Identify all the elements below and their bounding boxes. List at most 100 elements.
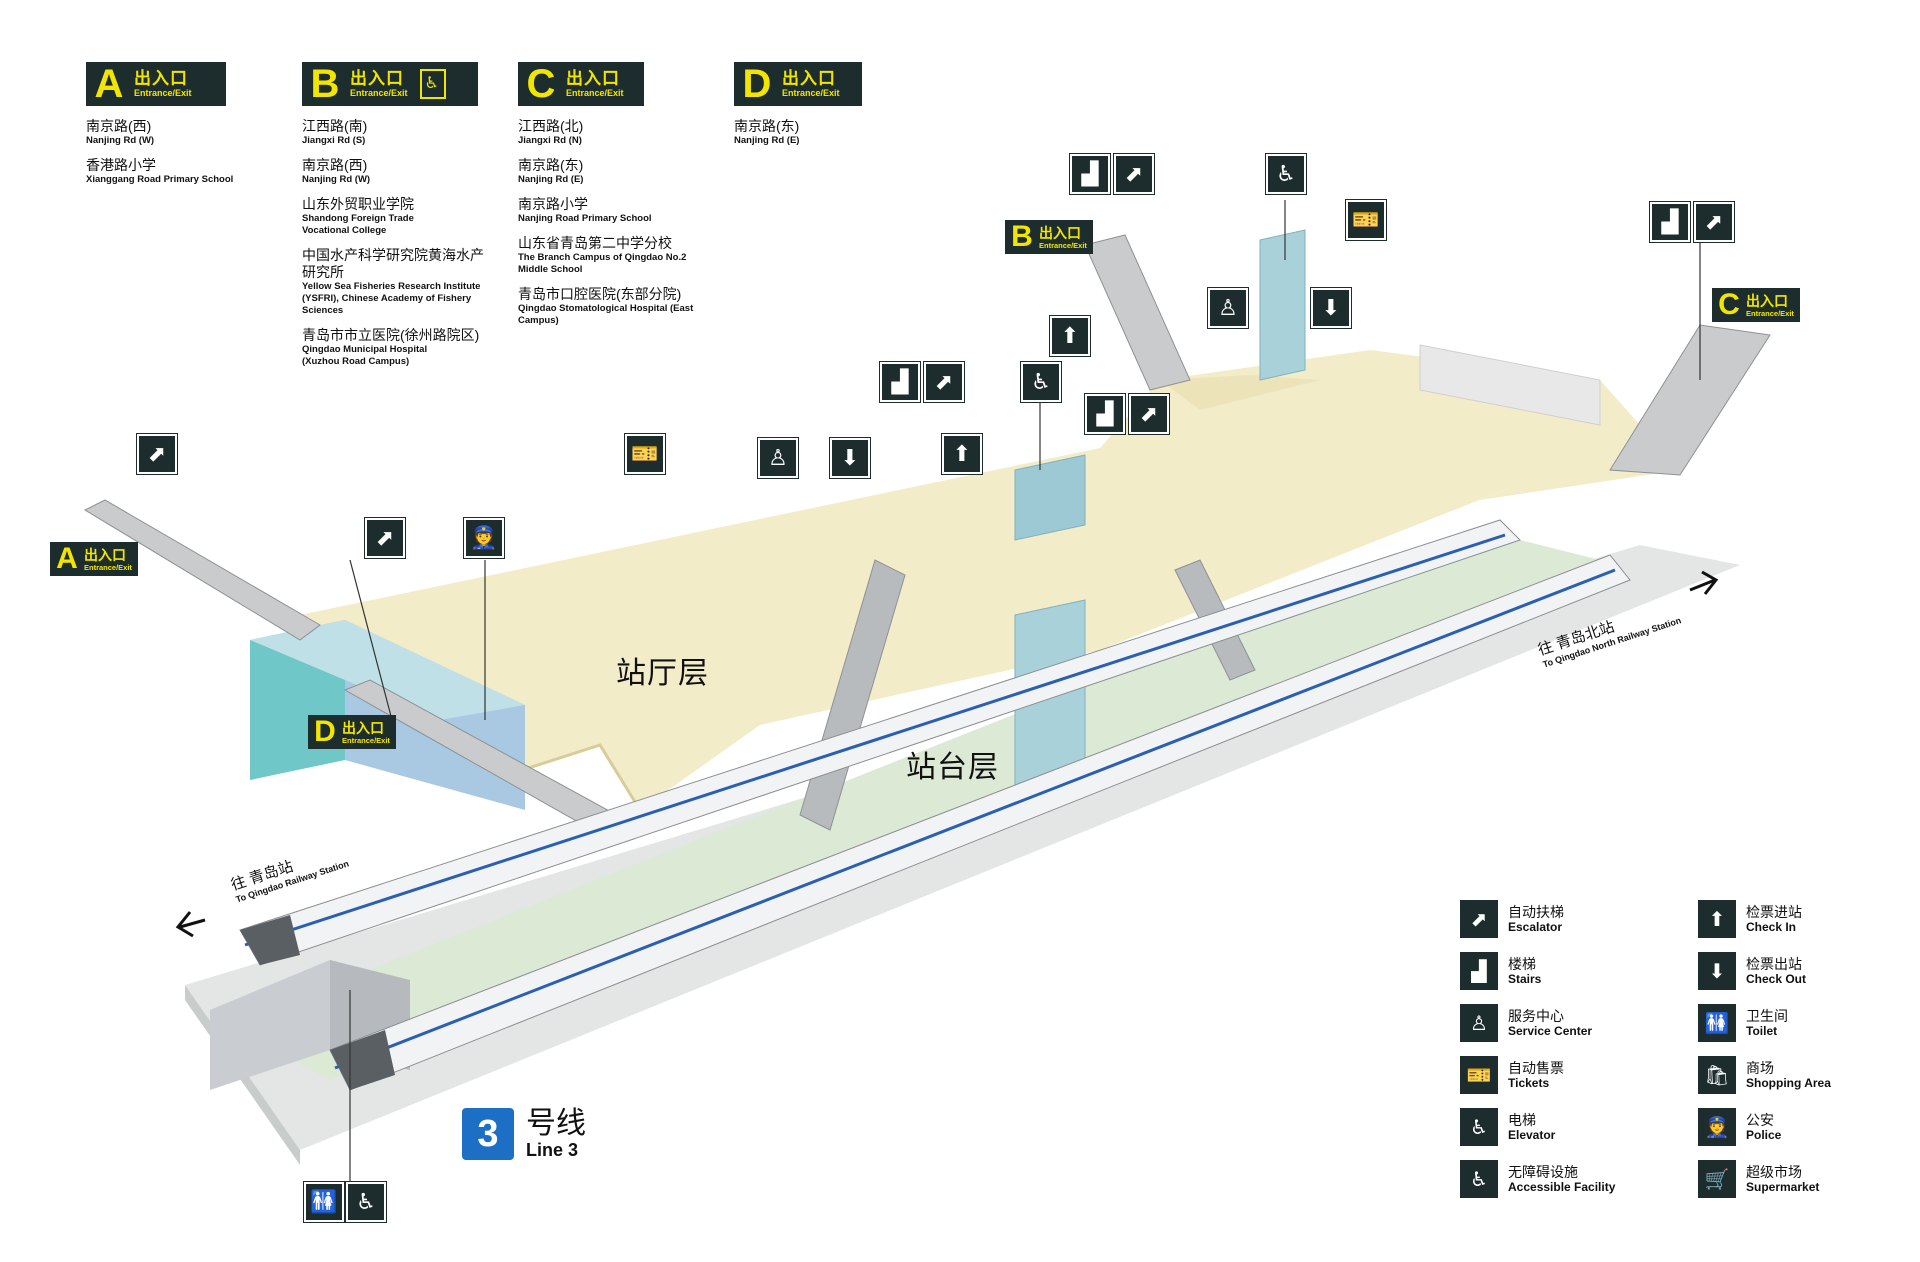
concourse-level-label: 站厅层 [616, 657, 709, 690]
elevator-shaft-north [1259, 229, 1306, 381]
exit-label-en: Entrance/Exit [350, 88, 408, 98]
legend-label: 超级市场 [1746, 1164, 1802, 1180]
legend-label-en: Check In [1746, 920, 1797, 934]
legend-label: 公安 [1746, 1112, 1774, 1128]
toilet-icon: 🚻 [1698, 1004, 1736, 1042]
exit-label: 出入口 [134, 69, 188, 88]
exit-letter: C [526, 62, 556, 106]
platform-level-label: 站台层 [906, 751, 999, 784]
legend-label-en: Accessible Facility [1508, 1180, 1616, 1194]
line-number: 3 [462, 1108, 514, 1160]
destination: 江西路(北)Jiangxi Rd (N) [518, 118, 584, 146]
police-icon: 👮 [1698, 1108, 1736, 1146]
arrow-west [175, 911, 206, 938]
check-in-icon: ⬆ [1698, 900, 1736, 938]
police-icon[interactable]: 👮 [463, 517, 505, 559]
elevator-icon[interactable]: ♿ [1265, 153, 1307, 195]
exit-letter: B [310, 62, 340, 106]
check-in-icon[interactable]: ⬆ [1049, 315, 1091, 357]
escalator-icon[interactable]: ⬈ [1113, 153, 1155, 195]
destination: 南京路(东)Nanjing Rd (E) [734, 118, 800, 146]
legend-label-en: Stairs [1508, 972, 1542, 986]
shopping-icon: 🛍 [1698, 1056, 1736, 1094]
leader-line [349, 559, 393, 721]
stairs-icon[interactable]: ▟ [1069, 153, 1111, 195]
exit-label-en: Entrance/Exit [134, 88, 192, 98]
stairs-icon[interactable]: ▟ [1084, 393, 1126, 435]
tickets-icon[interactable]: 🎫 [1345, 199, 1387, 241]
check-in-icon[interactable]: ⬆ [941, 433, 983, 475]
stairs-icon[interactable]: ▟ [879, 361, 921, 403]
stairs-icon[interactable]: ▟ [1649, 201, 1691, 243]
exit-label-en: Entrance/Exit [782, 88, 840, 98]
legend-label: 无障碍设施 [1508, 1164, 1578, 1180]
accessible-icon[interactable]: ♿ [345, 1181, 387, 1223]
service-center-icon: ♙ [1460, 1004, 1498, 1042]
legend-label: 电梯 [1508, 1112, 1536, 1128]
escalator-icon[interactable]: ⬈ [1693, 201, 1735, 243]
legend-label: 检票出站 [1746, 956, 1802, 972]
escalator-icon[interactable]: ⬈ [136, 433, 178, 475]
escalator-icon: ⬈ [1460, 900, 1498, 938]
escalator-icon[interactable]: ⬈ [364, 517, 406, 559]
legend-label: 服务中心 [1508, 1008, 1564, 1024]
platform-floor [230, 530, 1600, 1080]
check-out-icon[interactable]: ⬇ [829, 437, 871, 479]
check-out-icon: ⬇ [1698, 952, 1736, 990]
d-block-top [250, 620, 525, 720]
wall-block-east [1419, 344, 1601, 426]
legend-label: 商场 [1746, 1060, 1774, 1076]
legend-label: 自动售票 [1508, 1060, 1564, 1076]
elevator-icon[interactable]: ♿ [1020, 361, 1062, 403]
escalator-icon[interactable]: ⬈ [1128, 393, 1170, 435]
destination: 青岛市市立医院(徐州路院区)Qingdao Municipal Hospital… [302, 327, 480, 367]
exit-label: 出入口 [566, 69, 620, 88]
escalator-icon[interactable]: ⬈ [923, 361, 965, 403]
elevator-icon [419, 69, 446, 99]
service-center-icon[interactable]: ♙ [757, 437, 799, 479]
exit-label: 出入口 [350, 69, 404, 88]
line-label-zh: 号线 [526, 1107, 586, 1140]
arrow-north [1689, 570, 1719, 595]
exit-label-en: Entrance/Exit [566, 88, 624, 98]
check-out-icon[interactable]: ⬇ [1310, 287, 1352, 329]
tickets-icon[interactable]: 🎫 [624, 433, 666, 475]
legend-label-en: Toilet [1746, 1024, 1778, 1038]
exit-letter: D [742, 62, 772, 106]
escalator-c [1609, 324, 1771, 476]
legend-label-en: Shopping Area [1746, 1076, 1831, 1090]
service-center-icon[interactable]: ♙ [1207, 287, 1249, 329]
legend-label: 检票进站 [1746, 904, 1802, 920]
line-label-en: Line 3 [526, 1140, 579, 1160]
legend-label: 楼梯 [1508, 956, 1536, 972]
destination: 江西路(南)Jiangxi Rd (S) [302, 118, 368, 146]
destination: 南京路(西)Nanjing Rd (W) [302, 157, 371, 185]
toilet-icon[interactable]: 🚻 [303, 1181, 345, 1223]
escalator-b [1084, 234, 1191, 391]
stairs-icon: ▟ [1460, 952, 1498, 990]
